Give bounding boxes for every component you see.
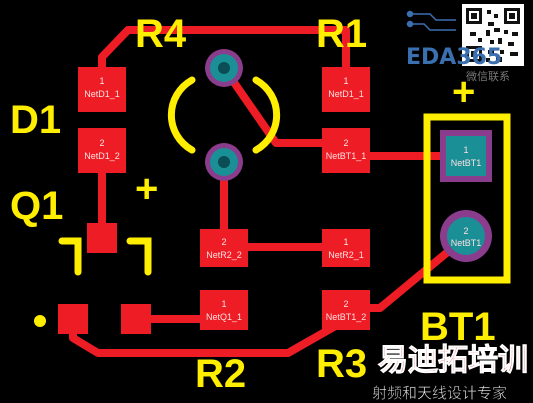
svg-text:射频和天线设计专家: 射频和天线设计专家 <box>372 384 507 402</box>
svg-text:1: 1 <box>463 145 468 155</box>
pad-q1-top <box>87 223 117 253</box>
svg-text:微信联系: 微信联系 <box>466 69 510 83</box>
svg-text:NetBT1_2: NetBT1_2 <box>326 312 367 322</box>
svg-text:NetBT1_1: NetBT1_1 <box>326 151 367 161</box>
svg-text:NetR2_2: NetR2_2 <box>206 250 242 260</box>
ref-r3: R3 <box>316 342 367 386</box>
svg-text:2: 2 <box>99 138 104 148</box>
silk-arc-right <box>252 76 281 154</box>
bt1-outline <box>423 113 511 284</box>
via-bottom <box>205 143 243 181</box>
eda365-logo: EDA365 微信联系 <box>406 4 524 83</box>
ref-bt1: BT1 <box>420 305 496 349</box>
svg-text:NetQ1_1: NetQ1_1 <box>206 312 242 322</box>
pad-q1-right <box>121 304 151 334</box>
svg-text:2: 2 <box>343 299 348 309</box>
svg-text:易迪拓培训: 易迪拓培训 <box>378 343 528 378</box>
pad-q1-1: 1 NetQ1_1 <box>200 290 248 330</box>
pad-d1-1: 1 NetD1_1 <box>78 67 126 112</box>
q1-outline-left <box>58 237 82 276</box>
pad-bt1-2: 2 NetBT1 <box>440 210 492 262</box>
polarity-plus-bt1: + <box>452 70 475 114</box>
via-top <box>205 49 243 87</box>
trace-r4-r1 <box>98 26 350 84</box>
ref-r2: R2 <box>195 352 246 396</box>
ref-q1: Q1 <box>10 184 63 228</box>
pad-bt1-1: 1 NetBT1 <box>440 130 492 182</box>
svg-text:EDA365: EDA365 <box>406 45 502 70</box>
svg-text:2: 2 <box>343 138 348 148</box>
silk-arc-left <box>167 76 196 154</box>
svg-text:1: 1 <box>343 237 348 247</box>
q1-outline-right <box>126 237 152 276</box>
svg-text:2: 2 <box>221 237 226 247</box>
pad-r1-1: 1 NetD1_1 <box>322 67 370 112</box>
pad-q1-left <box>58 304 88 334</box>
svg-text:NetBT1: NetBT1 <box>451 238 482 248</box>
ref-d1: D1 <box>10 98 61 142</box>
svg-text:NetD1_1: NetD1_1 <box>84 89 120 99</box>
ref-r1: R1 <box>316 12 367 56</box>
svg-text:2: 2 <box>463 226 468 236</box>
svg-text:NetBT1: NetBT1 <box>451 158 482 168</box>
svg-text:1: 1 <box>343 76 348 86</box>
pad-r2-1: 1 NetR2_1 <box>322 229 370 267</box>
watermark: 易迪拓培训 射频和天线设计专家 <box>372 343 529 403</box>
svg-text:1: 1 <box>99 76 104 86</box>
svg-text:NetD1_2: NetD1_2 <box>84 151 120 161</box>
svg-text:NetR2_1: NetR2_1 <box>328 250 364 260</box>
svg-text:1: 1 <box>221 299 226 309</box>
pad-d1-2: 2 NetD1_2 <box>78 128 126 173</box>
ref-r4: R4 <box>135 12 187 56</box>
pad-r3-2: 2 NetBT1_2 <box>322 290 370 330</box>
q1-pin1-dot <box>34 315 46 327</box>
pad-r1-2: 2 NetBT1_1 <box>322 128 370 173</box>
svg-text:NetD1_1: NetD1_1 <box>328 89 364 99</box>
pad-r2-2: 2 NetR2_2 <box>200 229 248 267</box>
polarity-plus-center: + <box>135 167 158 211</box>
